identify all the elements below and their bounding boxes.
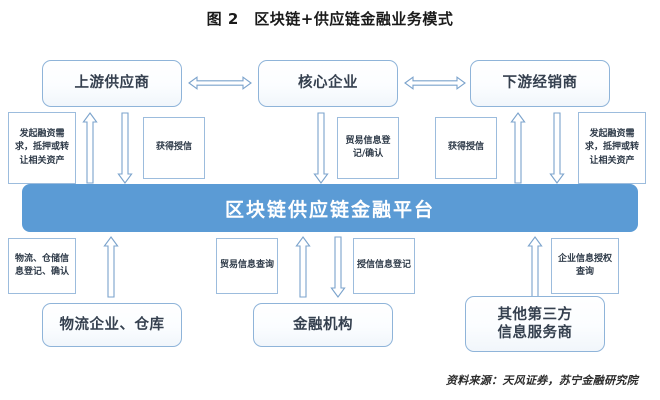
note-logistics-info-registration: 物流、仓储信息登记、确认 [8,238,76,294]
note-downstream-financing-request: 发起融资需求，抵押或转让相关资产 [578,112,646,184]
note-trade-info-query: 贸易信息查询 [216,238,278,294]
arrow-upstream-up [82,112,98,184]
arrow-upstream-down [117,112,133,184]
note-credit-info-registration-text: 授信信息登记 [356,260,411,271]
entity-upstream-supplier[interactable]: 上游供应商 [42,60,182,107]
entity-core-enterprise-label: 核心企业 [298,75,358,92]
note-logistics-info-registration-text: 物流、仓储信息登记、确认 [14,253,69,277]
arrow-downstream-up [510,112,526,184]
arrow-finance-down [330,236,346,298]
entity-third-party-info-provider-label-line2: 信息服务商 [497,325,573,341]
entity-logistics-warehouse[interactable]: 物流企业、仓库 [42,303,182,347]
entity-third-party-info-provider[interactable]: 其他第三方 信息服务商 [465,296,605,352]
note-upstream-obtain-credit-text: 获得授信 [155,142,192,153]
arrow-core-distributor-bidirectional [404,74,466,92]
note-trade-info-query-text: 贸易信息查询 [219,260,274,271]
source-note: 资料来源：天风证券，苏宁金融研究院 [445,374,638,387]
platform-bar[interactable]: 区块链供应链金融平台 [22,184,638,232]
note-credit-info-registration: 授信信息登记 [353,238,415,294]
note-upstream-obtain-credit: 获得授信 [143,117,205,179]
note-downstream-obtain-credit: 获得授信 [435,117,497,179]
entity-third-party-info-provider-label-line1: 其他第三方 [497,306,573,323]
arrow-supplier-core-bidirectional [188,74,252,92]
entity-financial-institution[interactable]: 金融机构 [253,303,393,347]
note-upstream-financing-request-text: 发起融资需求，抵押或转让相关资产 [14,129,69,166]
note-enterprise-info-query: 企业信息授权查询 [551,238,619,294]
entity-downstream-distributor-label: 下游经销商 [502,75,578,92]
entity-upstream-supplier-label: 上游供应商 [74,75,150,92]
arrow-core-down [313,112,329,184]
entity-financial-institution-label: 金融机构 [293,316,353,333]
note-enterprise-info-query-text: 企业信息授权查询 [557,253,612,277]
note-downstream-obtain-credit-text: 获得授信 [447,142,484,153]
arrow-finance-up [295,236,311,298]
entity-core-enterprise[interactable]: 核心企业 [258,60,398,107]
arrow-logistics-up [103,236,119,298]
arrow-downstream-down [549,112,565,184]
page-title: 图 2 区块链+供应链金融业务模式 [206,10,454,28]
note-trade-info-registration-text: 贸易信息登记/确认 [345,135,391,159]
note-downstream-financing-request-text: 发起融资需求，抵押或转让相关资产 [584,129,639,166]
entity-logistics-warehouse-label: 物流企业、仓库 [59,316,165,333]
platform-bar-label: 区块链供应链金融平台 [224,198,435,221]
entity-downstream-distributor[interactable]: 下游经销商 [470,60,610,107]
note-trade-info-registration: 贸易信息登记/确认 [337,117,399,179]
note-upstream-financing-request: 发起融资需求，抵押或转让相关资产 [8,112,76,184]
arrow-thirdparty-up [527,236,543,298]
